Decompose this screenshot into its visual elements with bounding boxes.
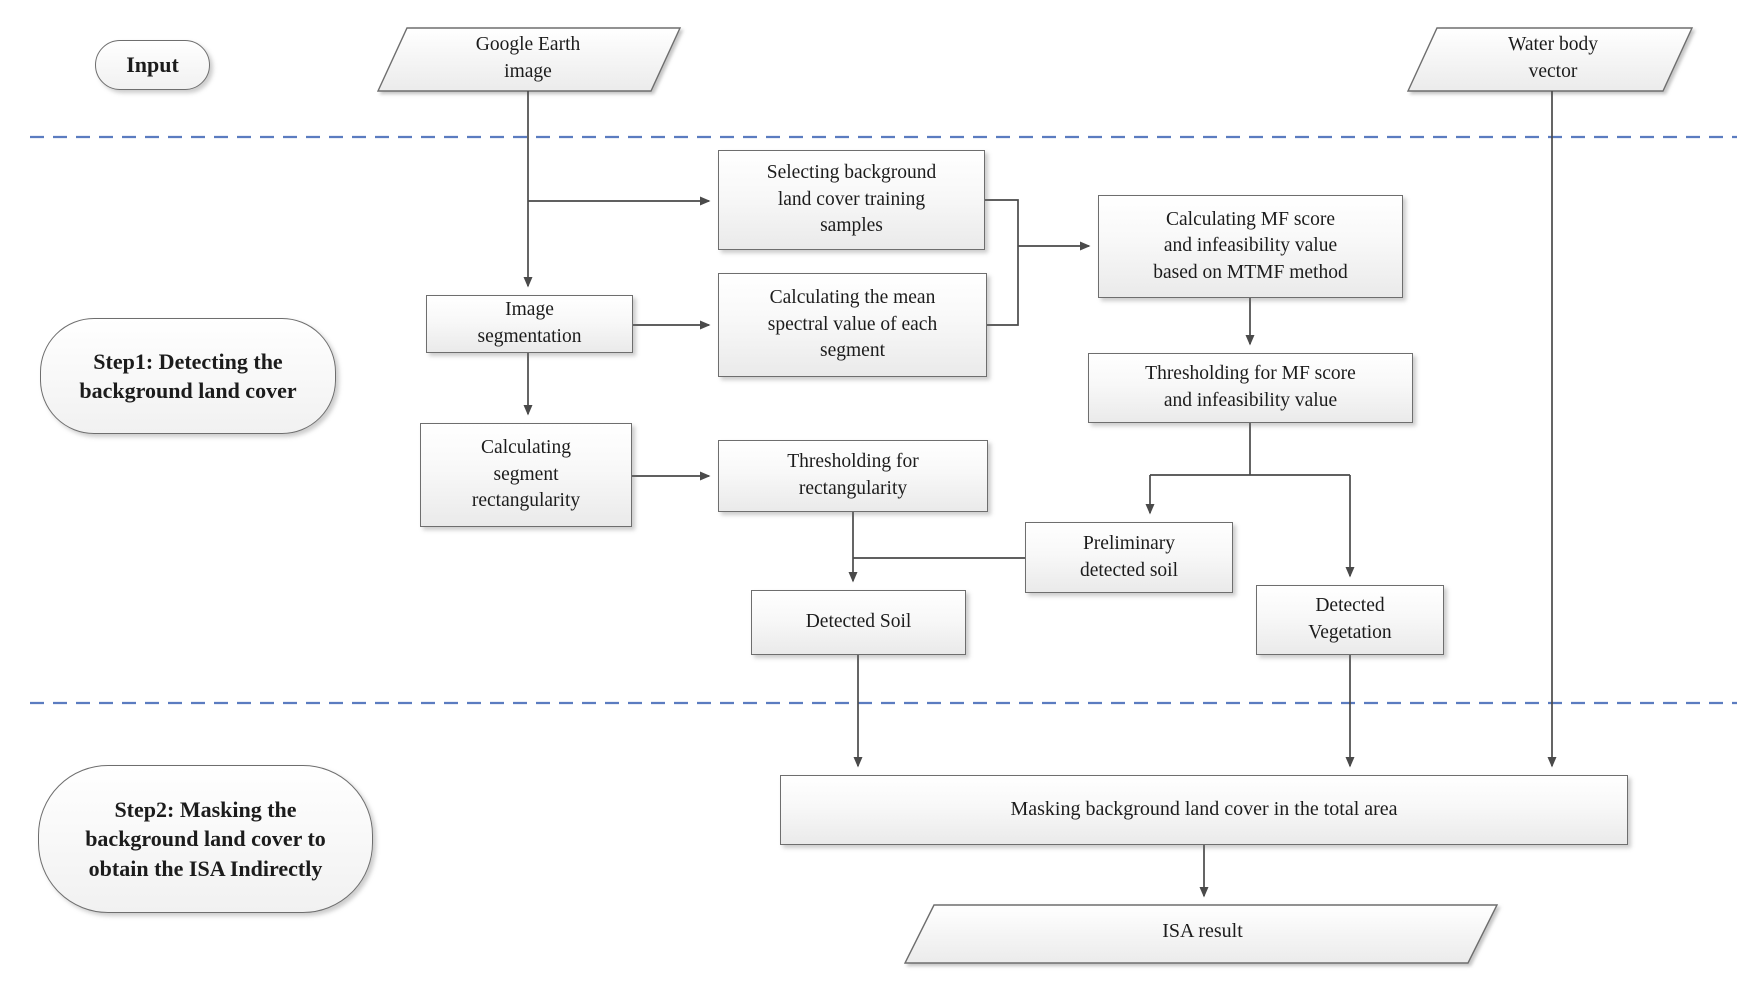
edge-merge-bracket: [985, 199, 1019, 326]
image-segmentation-text: Image segmentation: [477, 299, 582, 347]
stage-input-text: Input: [126, 52, 179, 78]
masking-text: Masking background land cover in the tot…: [1010, 798, 1398, 821]
node-detected-vegetation: Detected Vegetation: [1256, 585, 1444, 655]
node-thresholding-rectangularity: Thresholding for rectangularity: [718, 440, 988, 512]
mf-score-text: Calculating MF score and infeasibility v…: [1153, 208, 1348, 283]
node-image-segmentation: Image segmentation: [426, 295, 633, 353]
isa-result-shape: [903, 904, 1499, 964]
node-selecting-samples: Selecting background land cover training…: [718, 150, 985, 250]
selecting-samples-text: Selecting background land cover training…: [766, 162, 937, 237]
node-mf-score: Calculating MF score and infeasibility v…: [1098, 195, 1403, 298]
node-detected-soil: Detected Soil: [751, 590, 966, 655]
node-segment-rectangularity: Calculating segment rectangularity: [420, 423, 632, 527]
google-earth-image-shape: [376, 27, 682, 92]
thresholding-rectangularity-text: Thresholding for rectangularity: [787, 451, 919, 499]
mean-spectral-text: Calculating the mean spectral value of e…: [767, 287, 938, 362]
stage-step2-label: Step2: Masking the background land cover…: [38, 765, 373, 913]
node-water-body-vector: Water body vector: [1425, 30, 1681, 88]
stage-step1-label: Step1: Detecting the background land cov…: [40, 318, 336, 434]
isa-result-text: ISA result: [1162, 920, 1243, 943]
edge-thresholding-mf-split: [1150, 423, 1350, 476]
stage-step1-text: Step1: Detecting the background land cov…: [79, 348, 297, 403]
detected-soil-text: Detected Soil: [805, 611, 912, 633]
segment-rectangularity-text: Calculating segment rectangularity: [471, 437, 581, 512]
node-thresholding-mf: Thresholding for MF score and infeasibil…: [1088, 353, 1413, 423]
google-earth-image-text: Google Earth image: [475, 34, 581, 82]
detected-vegetation-text: Detected Vegetation: [1308, 595, 1392, 643]
stage-step2-text: Step2: Masking the background land cover…: [85, 797, 326, 881]
water-body-vector-shape: [1406, 27, 1694, 92]
preliminary-soil-text: Preliminary detected soil: [1079, 532, 1178, 581]
node-mean-spectral: Calculating the mean spectral value of e…: [718, 273, 987, 377]
node-preliminary-soil: Preliminary detected soil: [1025, 522, 1233, 593]
stage-input-label: Input: [95, 40, 210, 90]
node-isa-result: ISA result: [940, 905, 1465, 959]
thresholding-mf-text: Thresholding for MF score and infeasibil…: [1145, 363, 1356, 411]
node-masking: Masking background land cover in the tot…: [780, 775, 1628, 845]
water-body-vector-text: Water body vector: [1508, 34, 1598, 82]
node-google-earth-image: Google Earth image: [400, 30, 656, 88]
connectors: [523, 91, 1557, 898]
